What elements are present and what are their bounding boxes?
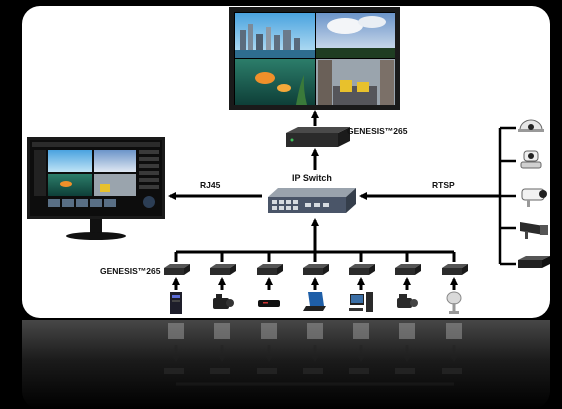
genesis-bottom-label: GENESIS™265 xyxy=(100,266,161,276)
media-player-icon xyxy=(258,300,280,307)
ip-switch-label: IP Switch xyxy=(292,173,332,183)
reflected-column xyxy=(349,323,369,374)
genesis-encoder-row xyxy=(164,252,468,290)
reflection-devices xyxy=(164,323,462,386)
genesis-encoder xyxy=(303,264,329,275)
camcorder-icon xyxy=(213,294,234,309)
reflected-column xyxy=(257,323,277,374)
reflected-column xyxy=(395,323,415,374)
workstation-icon xyxy=(349,292,373,312)
satellite-dish-icon xyxy=(446,291,462,314)
ptz-camera-icon xyxy=(520,150,542,169)
nvr-recorder-icon xyxy=(518,256,550,268)
videowall-monitor xyxy=(229,7,400,110)
reflected-column xyxy=(303,323,323,374)
reflected-column xyxy=(164,323,184,374)
genesis-encoder xyxy=(395,264,421,275)
rj45-label: RJ45 xyxy=(200,180,221,190)
rtsp-label: RTSP xyxy=(432,180,455,190)
genesis-encoder xyxy=(349,264,375,275)
genesis-encoder xyxy=(442,264,468,275)
genesis-encoder xyxy=(164,264,190,275)
genesis-top-device xyxy=(286,127,350,147)
video-camera-icon xyxy=(397,294,418,308)
control-pc-monitor xyxy=(27,137,165,240)
camera-branch-lines xyxy=(500,126,516,266)
genesis-encoder xyxy=(210,264,236,275)
reflected-column xyxy=(210,323,230,374)
source-device-row xyxy=(170,291,462,314)
reflection xyxy=(22,320,550,409)
box-camera-icon xyxy=(520,222,548,239)
bullet-camera-icon xyxy=(521,188,547,207)
pc-tower-icon xyxy=(170,292,182,314)
laptop-icon xyxy=(303,292,326,311)
ip-switch-device xyxy=(268,188,356,213)
dome-camera-icon xyxy=(518,119,544,132)
reflected-column xyxy=(442,323,462,374)
genesis-top-label: GENESIS™265 xyxy=(347,126,408,136)
genesis-encoder xyxy=(257,264,283,275)
